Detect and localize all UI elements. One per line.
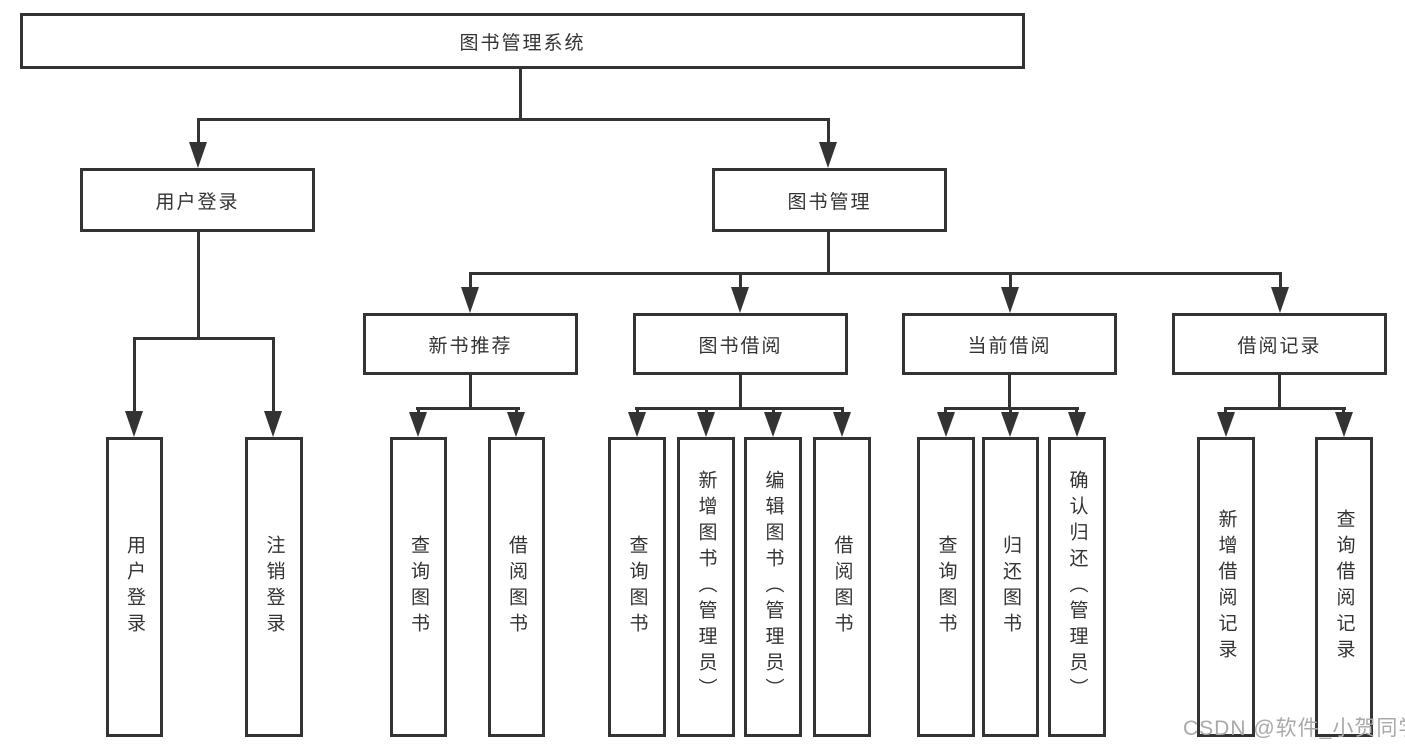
leaf-query-books-recommend: 查询图书 [390, 437, 447, 737]
connector-line [519, 69, 522, 118]
leaf-query-books-current: 查询图书 [917, 437, 975, 737]
arrow-down-icon [628, 412, 646, 437]
connector-line [739, 275, 742, 287]
node-book-management: 图书管理 [712, 168, 947, 232]
leaf-logout-label: 注销登录 [263, 535, 285, 639]
connector-line [133, 340, 136, 411]
connector-line [133, 337, 275, 340]
connector-line [827, 232, 830, 272]
arrow-down-icon [1271, 287, 1289, 313]
connector-line [1279, 275, 1282, 287]
leaf-borrow-books-recommend: 借阅图书 [488, 437, 545, 737]
leaf-borrow-books-recommend-label: 借阅图书 [506, 535, 527, 639]
leaf-query-books-borrowing: 查询图书 [608, 437, 666, 737]
connector-line [1278, 375, 1281, 407]
node-book-management-label: 图书管理 [787, 191, 872, 213]
connector-line [416, 407, 520, 410]
leaf-add-book-admin-label: 新增图书（管理员） [695, 470, 717, 704]
leaf-query-books-borrowing-label: 查询图书 [626, 535, 648, 639]
arrow-down-icon [1217, 412, 1235, 437]
node-new-book-recommend-label: 新书推荐 [428, 335, 513, 357]
arrow-down-icon [189, 142, 207, 168]
leaf-confirm-return-admin-label: 确认归还（管理员） [1066, 470, 1088, 704]
arrow-down-icon [731, 287, 749, 313]
leaf-add-borrow-record: 新增借阅记录 [1197, 437, 1255, 737]
arrow-down-icon [264, 411, 282, 437]
node-user-login-label: 用户登录 [155, 191, 240, 213]
leaf-borrow-books-borrowing: 借阅图书 [813, 437, 871, 737]
connector-line [469, 275, 472, 287]
connector-line [739, 375, 742, 407]
node-root-label: 图书管理系统 [459, 32, 586, 54]
leaf-user-login: 用户登录 [106, 437, 163, 737]
leaf-query-borrow-record: 查询借阅记录 [1315, 437, 1373, 737]
node-borrow-records: 借阅记录 [1172, 313, 1387, 375]
connector-line [1224, 407, 1346, 410]
node-borrow-records-label: 借阅记录 [1237, 335, 1322, 357]
leaf-confirm-return-admin: 确认归还（管理员） [1048, 437, 1106, 737]
connector-line [469, 272, 1282, 275]
leaf-logout: 注销登录 [245, 437, 303, 737]
leaf-add-book-admin: 新增图书（管理员） [677, 437, 735, 737]
connector-line [635, 407, 844, 410]
leaf-add-borrow-record-label: 新增借阅记录 [1215, 509, 1237, 665]
csdn-watermark: CSDN @软件_小贺同学 [1183, 717, 1405, 740]
connector-line [944, 407, 1079, 410]
node-new-book-recommend: 新书推荐 [363, 313, 578, 375]
arrow-down-icon [125, 411, 143, 437]
leaf-edit-book-admin: 编辑图书（管理员） [744, 437, 802, 737]
arrow-down-icon [409, 412, 427, 437]
leaf-borrow-books-borrowing-label: 借阅图书 [831, 535, 853, 639]
node-book-borrowing: 图书借阅 [633, 313, 848, 375]
leaf-edit-book-admin-label: 编辑图书（管理员） [762, 470, 784, 704]
leaf-query-books-current-label: 查询图书 [935, 535, 957, 639]
leaf-query-borrow-record-label: 查询借阅记录 [1333, 509, 1355, 665]
node-book-borrowing-label: 图书借阅 [698, 335, 783, 357]
node-root: 图书管理系统 [20, 13, 1025, 69]
connector-line [827, 121, 830, 142]
connector-line [1008, 375, 1011, 407]
leaf-return-book: 归还图书 [982, 437, 1039, 737]
arrow-down-icon [697, 412, 715, 437]
leaf-query-books-recommend-label: 查询图书 [408, 535, 429, 639]
node-user-login: 用户登录 [80, 168, 315, 232]
arrow-down-icon [833, 412, 851, 437]
arrow-down-icon [937, 412, 955, 437]
arrow-down-icon [461, 287, 479, 313]
arrow-down-icon [507, 412, 525, 437]
node-current-borrowing-label: 当前借阅 [967, 335, 1052, 357]
connector-line [197, 232, 200, 337]
connector-line [197, 118, 830, 121]
arrow-down-icon [1001, 287, 1019, 313]
connector-line [1009, 275, 1012, 287]
arrow-down-icon [1335, 412, 1353, 437]
arrow-down-icon [1068, 412, 1086, 437]
arrow-down-icon [764, 412, 782, 437]
arrow-down-icon [1001, 412, 1019, 437]
connector-line [272, 340, 275, 411]
leaf-return-book-label: 归还图书 [1000, 535, 1021, 639]
connector-line [197, 121, 200, 142]
connector-line [469, 375, 472, 407]
leaf-user-login-label: 用户登录 [124, 535, 145, 639]
node-current-borrowing: 当前借阅 [902, 313, 1117, 375]
arrow-down-icon [819, 142, 837, 168]
